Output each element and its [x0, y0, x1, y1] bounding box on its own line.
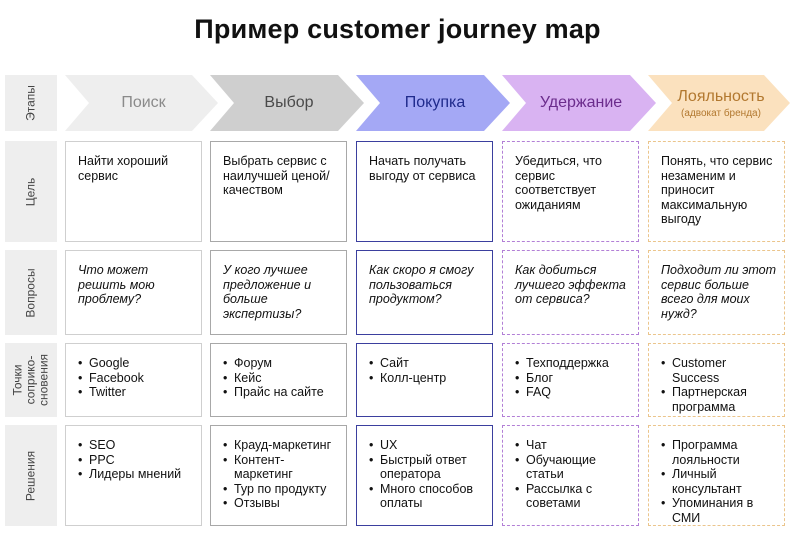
list-item: Упоминания в СМИ	[661, 496, 776, 525]
row-label-stages: Этапы	[5, 75, 57, 131]
list-item: Рассылка с советами	[515, 482, 630, 511]
goal-cell: Выбрать сервис с наилучшей ценой/качеств…	[210, 141, 347, 242]
stage-label: Удержание	[526, 75, 636, 131]
solutions-cell: Программа лояльностиЛичный консультантУп…	[648, 425, 785, 526]
stage-name: Выбор	[264, 94, 314, 111]
question-text: Что может решить мою проблему?	[78, 263, 155, 306]
list-item: Отзывы	[223, 496, 338, 511]
solutions-cell: UXБыстрый ответ оператораМного способов …	[356, 425, 493, 526]
question-cell: У кого лучшее предложение и больше экспе…	[210, 250, 347, 335]
solutions-cell: ЧатОбучающие статьиРассылка с советами	[502, 425, 639, 526]
stage-arrow-2	[210, 75, 364, 131]
list-item: Колл-центр	[369, 371, 484, 386]
stage-name: Поиск	[121, 94, 166, 111]
goal-cell: Найти хороший сервис	[65, 141, 202, 242]
question-text: Как скоро я смогу пользоваться продуктом…	[369, 263, 474, 306]
list-item: Личный консультант	[661, 467, 776, 496]
goal-cell: Начать получать выгоду от сервиса	[356, 141, 493, 242]
question-text: У кого лучшее предложение и больше экспе…	[223, 263, 312, 321]
stage-arrow-4	[502, 75, 656, 131]
solutions-list: Программа лояльностиЛичный консультантУп…	[661, 438, 776, 525]
list-item: PPC	[78, 453, 193, 468]
stage-name: Лояльность	[677, 87, 765, 105]
goal-text: Начать получать выгоду от сервиса	[369, 154, 476, 183]
question-cell: Как добиться лучшего эффекта от сервиса?	[502, 250, 639, 335]
touchpoints-list: Customer SuccessПартнерская программа	[661, 356, 776, 414]
list-item: Программа лояльности	[661, 438, 776, 467]
stage-name: Покупка	[404, 94, 466, 111]
touchpoints-cell: ФорумКейсПрайс на сайте	[210, 343, 347, 417]
list-item: FAQ	[515, 385, 630, 400]
stage-label: Покупка	[380, 75, 490, 131]
solutions-list: UXБыстрый ответ оператораМного способов …	[369, 438, 484, 511]
list-item: Блог	[515, 371, 630, 386]
goal-text: Выбрать сервис с наилучшей ценой/качеств…	[223, 154, 330, 197]
list-item: Быстрый ответ оператора	[369, 453, 484, 482]
stage-arrow-3	[356, 75, 510, 131]
solutions-list: SEOPPCЛидеры мнений	[78, 438, 193, 482]
touchpoints-list: ФорумКейсПрайс на сайте	[223, 356, 338, 400]
stage-arrow-1	[65, 75, 218, 131]
solutions-cell: SEOPPCЛидеры мнений	[65, 425, 202, 526]
row-label-solutions: Решения	[5, 425, 57, 526]
stage-arrow-5	[648, 75, 790, 131]
list-item: Форум	[223, 356, 338, 371]
touchpoints-list: GoogleFacebookTwitter	[78, 356, 193, 400]
stage-label: Лояльность (адвокат бренда)	[672, 75, 770, 131]
solutions-list: ЧатОбучающие статьиРассылка с советами	[515, 438, 630, 511]
question-cell: Что может решить мою проблему?	[65, 250, 202, 335]
goal-text: Найти хороший сервис	[78, 154, 169, 183]
touchpoints-cell: ТехподдержкаБлогFAQ	[502, 343, 639, 417]
page-title: Пример customer journey map	[194, 14, 601, 44]
stage-subtitle: (адвокат бренда)	[681, 107, 761, 119]
touchpoints-cell: GoogleFacebookTwitter	[65, 343, 202, 417]
touchpoints-list: СайтКолл-центр	[369, 356, 484, 385]
list-item: Twitter	[78, 385, 193, 400]
question-cell: Как скоро я смогу пользоваться продуктом…	[356, 250, 493, 335]
list-item: Обучающие статьи	[515, 453, 630, 482]
question-cell: Подходит ли этот сервис больше всего для…	[648, 250, 785, 335]
question-text: Как добиться лучшего эффекта от сервиса?	[515, 263, 626, 306]
list-item: Контент-маркетинг	[223, 453, 338, 482]
list-item: Кейс	[223, 371, 338, 386]
list-item: Customer Success	[661, 356, 776, 385]
list-item: Google	[78, 356, 193, 371]
solutions-cell: Крауд-маркетингКонтент-маркетингТур по п…	[210, 425, 347, 526]
list-item: Много способов оплаты	[369, 482, 484, 511]
list-item: Техподдержка	[515, 356, 630, 371]
row-label-touchpoints: Точки соприко- сновения	[5, 343, 57, 417]
goal-text: Понять, что сервис незаменим и приносит …	[661, 154, 773, 226]
stage-name: Удержание	[539, 94, 623, 111]
goal-cell: Понять, что сервис незаменим и приносит …	[648, 141, 785, 242]
touchpoints-cell: Customer SuccessПартнерская программа	[648, 343, 785, 417]
goal-text: Убедиться, что сервис соответствует ожид…	[515, 154, 602, 212]
list-item: Facebook	[78, 371, 193, 386]
row-label-goal: Цель	[5, 141, 57, 242]
list-item: Чат	[515, 438, 630, 453]
row-label-questions: Вопросы	[5, 250, 57, 335]
goal-cell: Убедиться, что сервис соответствует ожид…	[502, 141, 639, 242]
list-item: SEO	[78, 438, 193, 453]
list-item: Сайт	[369, 356, 484, 371]
list-item: Тур по продукту	[223, 482, 338, 497]
touchpoints-cell: СайтКолл-центр	[356, 343, 493, 417]
touchpoints-list: ТехподдержкаБлогFAQ	[515, 356, 630, 400]
question-text: Подходит ли этот сервис больше всего для…	[661, 263, 776, 321]
list-item: Партнерская программа	[661, 385, 776, 414]
list-item: UX	[369, 438, 484, 453]
list-item: Лидеры мнений	[78, 467, 193, 482]
stage-label: Поиск	[89, 75, 198, 131]
stage-label: Выбор	[234, 75, 344, 131]
list-item: Прайс на сайте	[223, 385, 338, 400]
list-item: Крауд-маркетинг	[223, 438, 338, 453]
solutions-list: Крауд-маркетингКонтент-маркетингТур по п…	[223, 438, 338, 511]
